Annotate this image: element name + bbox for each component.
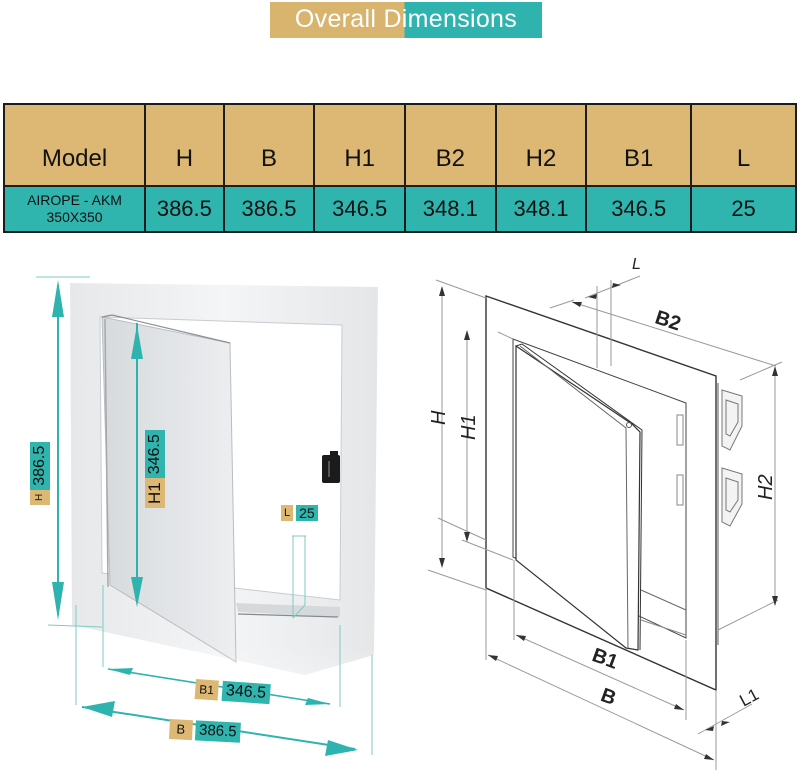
b1-label: B1 — [194, 679, 219, 701]
h-label: H — [30, 489, 50, 505]
cell-h: 386.5 — [144, 185, 225, 233]
b1-dimension-line — [107, 668, 331, 705]
cell-b: 386.5 — [222, 185, 316, 233]
cell-h2: 348.1 — [494, 185, 588, 233]
drawing-label-h: H — [428, 410, 450, 425]
header-b2: B2 — [404, 103, 497, 187]
l-label: L — [281, 505, 294, 521]
access-panel-photo — [36, 276, 390, 770]
latch-icon — [322, 455, 340, 483]
product-photo-panel: H 386.5 H1 346.5 L 25 B1 346.5 B 386.5 — [0, 255, 400, 770]
dimensions-table: Model H B H1 B2 H2 B1 L AIROPE - AKM 350… — [2, 103, 797, 233]
table-row: AIROPE - AKM 350X350 386.5 386.5 346.5 3… — [2, 185, 797, 233]
header-l: L — [690, 103, 797, 187]
mounting-clips — [676, 389, 743, 527]
page-title: Overall Dimensions — [294, 5, 518, 33]
cell-b2: 348.1 — [404, 185, 497, 233]
technical-drawing — [427, 275, 783, 770]
h-annotation: H 386.5 — [30, 441, 50, 505]
title-banner: Overall Dimensions — [270, 2, 542, 38]
cell-l: 25 — [690, 185, 797, 233]
h1-value: 346.5 — [145, 430, 165, 479]
b-value: 386.5 — [194, 720, 242, 743]
model-name: AIROPE - AKM — [27, 192, 122, 208]
h1-label: H1 — [145, 478, 165, 508]
technical-drawing-panel: L B2 H H1 H2 B1 B L1 — [400, 250, 800, 770]
table-header-row: Model H B H1 B2 H2 B1 L — [2, 103, 797, 187]
b2-dimension — [549, 275, 783, 381]
h-value: 386.5 — [30, 441, 50, 490]
h1-annotation: H1 346.5 — [145, 430, 165, 508]
drawing-label-h2: H2 — [755, 474, 777, 500]
cell-model: AIROPE - AKM 350X350 — [2, 185, 147, 233]
drawing-label-h1: H1 — [458, 414, 480, 440]
h2-dimension — [717, 368, 779, 631]
cell-b1: 346.5 — [585, 185, 693, 233]
b-annotation: B 386.5 — [168, 719, 242, 743]
cell-h1: 346.5 — [313, 185, 406, 233]
header-model: Model — [2, 103, 147, 187]
h-dimension — [427, 279, 514, 591]
door-outline — [515, 344, 641, 651]
header-h2: H2 — [494, 103, 588, 187]
header-b: B — [222, 103, 316, 187]
b1-value: 346.5 — [221, 680, 271, 705]
bottom-dimensions — [485, 560, 753, 770]
l-value: 25 — [296, 505, 318, 521]
l-annotation: L 25 — [281, 505, 318, 521]
header-h1: H1 — [313, 103, 406, 187]
drawing-label-l: L — [632, 256, 641, 273]
header-h: H — [144, 103, 225, 187]
model-size: 350X350 — [46, 209, 103, 225]
b-label: B — [168, 719, 193, 741]
header-b1: B1 — [585, 103, 693, 187]
